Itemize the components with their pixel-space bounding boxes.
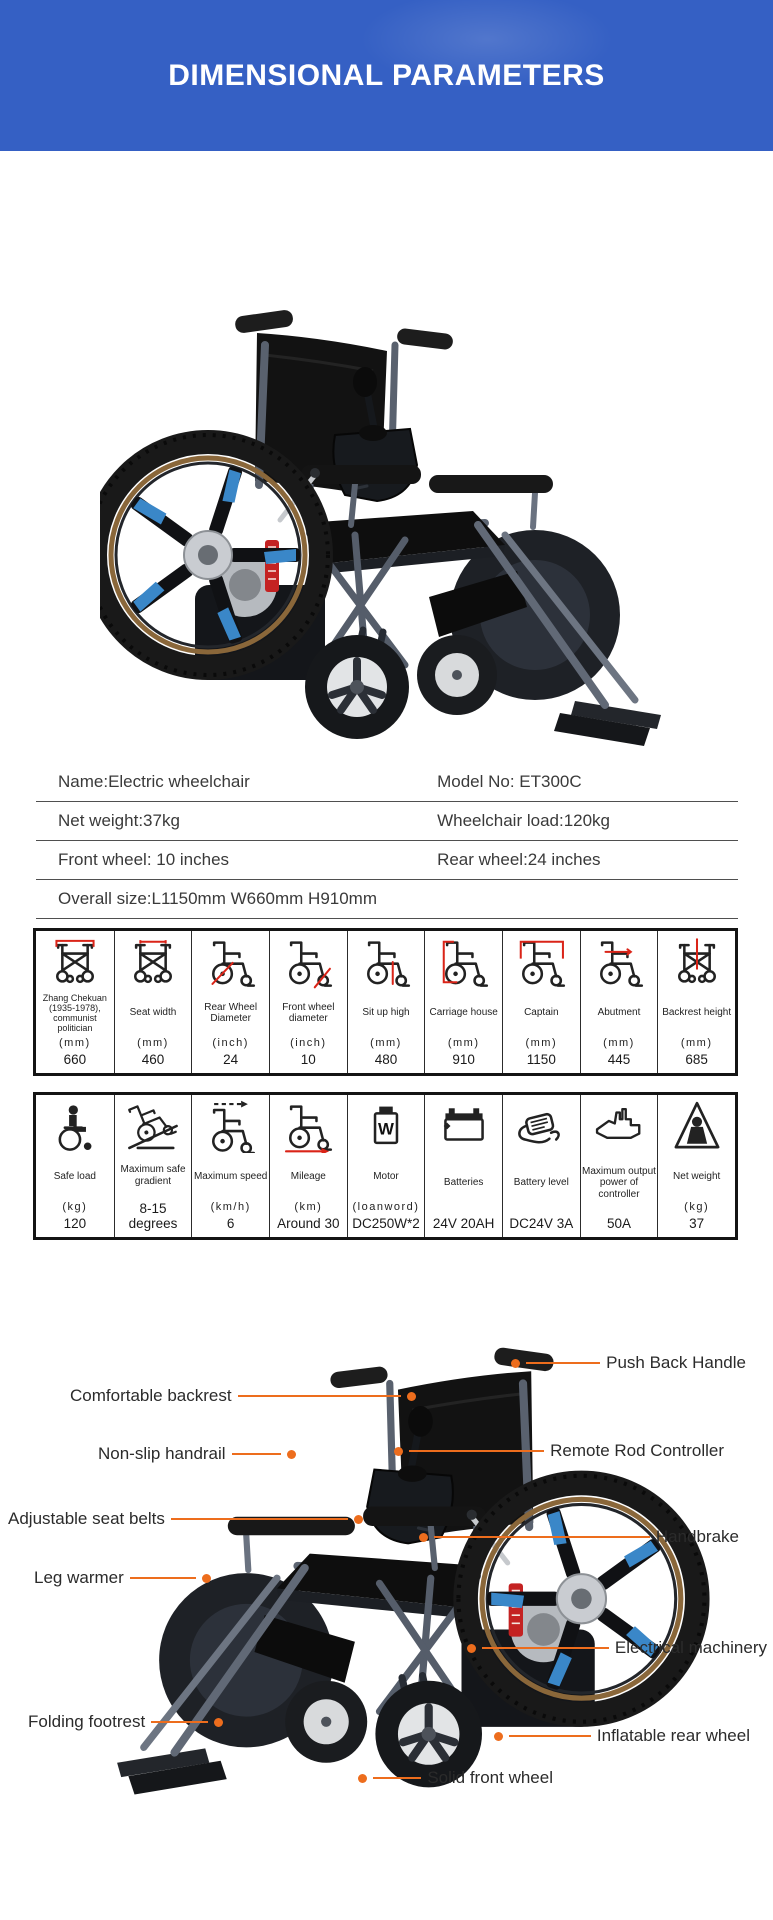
param-cell-net-weight: Net weight (kg) 37: [657, 1095, 735, 1237]
param-cell-max-gradient: Maximum safe gradient 8-15 degrees: [113, 1095, 192, 1237]
param-cell-armrest-height: Abutment (mm) 445: [579, 931, 658, 1073]
callout-folding-footrest: Folding footrest: [28, 1711, 223, 1733]
param-cell-controller-power: Maximum output power of controller 50A: [579, 1095, 658, 1237]
param-cell-mileage: Mileage (km) Around 30: [268, 1095, 347, 1237]
callout-remote-rod-controller: Remote Rod Controller: [394, 1440, 724, 1462]
param-cell-max-speed: Maximum speed (km/h) 6: [191, 1095, 269, 1237]
spec-load: Wheelchair load:120kg: [437, 811, 611, 830]
header-banner: DIMENSIONAL PARAMETERS: [0, 0, 773, 151]
spec-overall-size: Overall size:L1150mm W660mm H910mm: [58, 889, 377, 908]
rear-wheel-diameter-icon: [203, 935, 259, 989]
param-cell-battery-level: Battery level DC24V 3A: [501, 1095, 580, 1237]
callout-dot-icon: [467, 1643, 476, 1653]
spec-row: Overall size:L1150mm W660mm H910mm: [36, 880, 738, 919]
callout-electrical-machinery: Electrical machinery: [467, 1637, 767, 1659]
armrest-height-icon: [591, 935, 647, 989]
spec-front-wheel: Front wheel: 10 inches: [58, 850, 230, 869]
callout-label: Folding footrest: [28, 1712, 146, 1731]
callout-dot-icon: [511, 1358, 520, 1368]
net-weight-icon: [669, 1099, 725, 1153]
spec-model: Model No: ET300C: [437, 772, 582, 791]
callout-inflatable-rear-wheel: Inflatable rear wheel: [494, 1725, 750, 1747]
callout-dot-icon: [407, 1391, 416, 1401]
wheelchair-photo-top: [100, 285, 670, 765]
callout-adjustable-seat-belts: Adjustable seat belts: [8, 1508, 363, 1530]
max-speed-icon: [203, 1099, 259, 1153]
safe-load-icon: [47, 1099, 103, 1153]
callout-line: [373, 1777, 422, 1779]
callout-dot-icon: [419, 1532, 428, 1542]
callout-dot-icon: [214, 1717, 223, 1727]
callout-label: Leg warmer: [34, 1568, 124, 1587]
spec-row: Net weight:37kg Wheelchair load:120kg: [36, 802, 738, 841]
callout-label: Handbrake: [655, 1527, 739, 1546]
callout-line: [151, 1721, 208, 1723]
param-cell-safe-load: Safe load (kg) 120: [36, 1095, 114, 1237]
callout-line: [231, 1453, 281, 1455]
batteries-icon: [436, 1099, 492, 1153]
callout-line: [434, 1536, 650, 1538]
param-cell-motor: W Motor (loanword) DC250W*2: [346, 1095, 425, 1237]
callout-handbrake: Handbrake: [419, 1526, 739, 1548]
param-cell-rear-wheel-diameter: Rear Wheel Diameter (inch) 24: [191, 931, 269, 1073]
carriage-height-icon: [436, 935, 492, 989]
svg-text:W: W: [378, 1119, 394, 1138]
motor-icon: W: [358, 1099, 414, 1153]
callout-label: Push Back Handle: [606, 1353, 746, 1372]
front-wheel-diameter-icon: [280, 935, 336, 989]
param-table-performance: Safe load (kg) 120 Maximum safe gradient…: [33, 1092, 738, 1240]
callout-label: Solid front wheel: [427, 1768, 553, 1787]
callout-non-slip-handrail: Non-slip handrail: [98, 1443, 296, 1465]
callout-label: Inflatable rear wheel: [596, 1726, 750, 1745]
param-cell-carriage-height: Carriage house (mm) 910: [424, 931, 502, 1073]
callout-label: Adjustable seat belts: [8, 1509, 165, 1528]
spec-name: Name:Electric wheelchair: [58, 772, 250, 791]
max-gradient-icon: [125, 1099, 181, 1153]
callout-line: [170, 1518, 348, 1520]
mileage-icon: [280, 1099, 336, 1153]
callout-dot-icon: [354, 1514, 363, 1524]
param-table-dimensions: Zhang Chekuan (1935-1978), communist pol…: [33, 928, 738, 1076]
callout-line: [409, 1450, 545, 1452]
callout-solid-front-wheel: Solid front wheel: [358, 1767, 553, 1789]
param-cell-seat-width: Seat width (mm) 460: [113, 931, 192, 1073]
callout-dot-icon: [287, 1449, 296, 1459]
callout-line: [526, 1362, 601, 1364]
battery-level-icon: [513, 1099, 569, 1153]
seat-width-icon: [125, 935, 181, 989]
overall-length-icon: [513, 935, 569, 989]
callout-push-back-handle: Push Back Handle: [511, 1352, 746, 1374]
spec-net-weight: Net weight:37kg: [58, 811, 180, 830]
spec-table: Name:Electric wheelchair Model No: ET300…: [36, 763, 738, 919]
param-cell-overall-length: Captain (mm) 1150: [501, 931, 580, 1073]
param-cell-seat-height: Sit up high (mm) 480: [346, 931, 425, 1073]
callout-line: [129, 1577, 196, 1579]
backrest-height-icon: [669, 935, 725, 989]
spec-row: Front wheel: 10 inches Rear wheel:24 inc…: [36, 841, 738, 880]
callout-label: Non-slip handrail: [98, 1444, 226, 1463]
callout-label: Electrical machinery: [614, 1638, 767, 1657]
seat-height-icon: [358, 935, 414, 989]
callout-line: [237, 1395, 401, 1397]
param-cell-backrest-height: Backrest height (mm) 685: [657, 931, 735, 1073]
callout-dot-icon: [494, 1731, 503, 1741]
controller-power-icon: [591, 1099, 647, 1153]
param-cell-overall-width: Zhang Chekuan (1935-1978), communist pol…: [36, 931, 114, 1073]
callout-line: [482, 1647, 609, 1649]
callout-dot-icon: [202, 1573, 211, 1583]
callout-dot-icon: [394, 1446, 403, 1456]
spec-rear-wheel: Rear wheel:24 inches: [437, 850, 601, 869]
callout-dot-icon: [358, 1773, 367, 1783]
spec-row: Name:Electric wheelchair Model No: ET300…: [36, 763, 738, 802]
callout-leg-warmer: Leg warmer: [34, 1567, 211, 1589]
page-title: DIMENSIONAL PARAMETERS: [168, 58, 605, 92]
param-cell-front-wheel-diameter: Front wheel diameter (inch) 10: [268, 931, 347, 1073]
callout-label: Remote Rod Controller: [550, 1441, 724, 1460]
overall-width-icon: [47, 935, 103, 989]
callout-comfortable-backrest: Comfortable backrest: [70, 1385, 416, 1407]
callout-label: Comfortable backrest: [70, 1386, 232, 1405]
callout-line: [509, 1735, 591, 1737]
param-cell-batteries: Batteries 24V 20AH: [424, 1095, 502, 1237]
